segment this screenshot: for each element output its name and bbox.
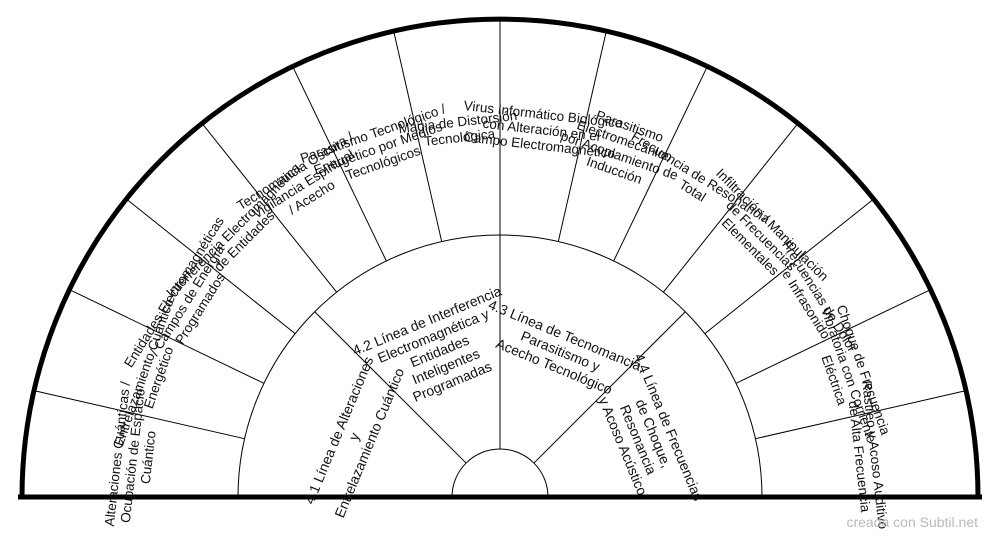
group-labels: 4.1 Línea de AlteracionesyEntrelazamient… bbox=[301, 283, 706, 520]
inner-arc bbox=[451, 448, 549, 498]
group-divider bbox=[314, 311, 467, 464]
item-divider bbox=[755, 390, 967, 440]
item-divider bbox=[662, 122, 799, 293]
item-divider bbox=[125, 198, 296, 335]
label-line: Cuántico bbox=[138, 430, 159, 485]
item-divider bbox=[735, 289, 931, 384]
credit-text: creada con Subtil.net bbox=[846, 514, 978, 530]
item-divider bbox=[33, 390, 245, 440]
label-line: y bbox=[345, 430, 362, 443]
item-divider bbox=[69, 289, 265, 384]
divider-lines bbox=[18, 16, 982, 500]
item-divider bbox=[613, 66, 708, 262]
group-divider bbox=[533, 311, 686, 464]
item-divider bbox=[393, 30, 443, 242]
item-divider bbox=[201, 122, 338, 293]
item-divider bbox=[704, 198, 875, 335]
item-divider bbox=[292, 66, 387, 262]
item-divider bbox=[557, 30, 607, 242]
